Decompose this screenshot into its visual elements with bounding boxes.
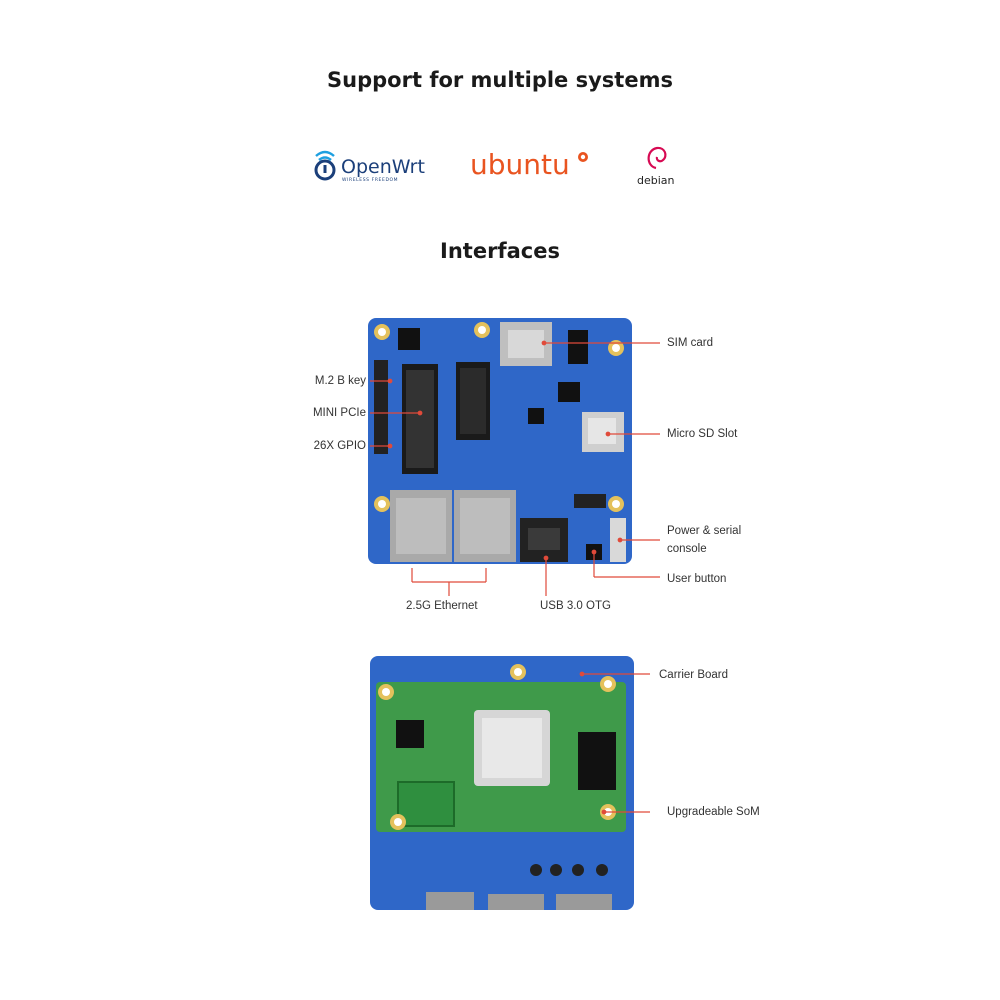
label-sim-card: SIM card [667,337,714,349]
systems-heading: Support for multiple systems [327,68,673,92]
interfaces-heading: Interfaces [440,239,560,263]
debian-logo: debian [632,138,682,190]
openwrt-name: OpenWrt [341,156,425,178]
label-console: console [667,543,707,555]
openwrt-tagline: WIRELESS FREEDOM [342,178,399,183]
ubuntu-logo: ubuntu [470,148,595,184]
label-usb-otg: USB 3.0 OTG [540,600,611,612]
openwrt-wifi-icon [314,150,336,181]
label-m2-b-key: M.2 B key [314,375,366,387]
bottom-board-image [370,656,634,910]
ubuntu-name: ubuntu [470,148,570,181]
label-carrier-board: Carrier Board [659,669,729,681]
ubuntu-circle-icon [578,152,588,162]
top-board-image [368,318,632,564]
label-mini-pcie: MINI PCIe [312,407,366,419]
label-ethernet: 2.5G Ethernet [406,600,478,612]
debian-swirl-icon [647,146,667,170]
label-26x-gpio: 26X GPIO [313,440,366,452]
label-user-button: User button [667,573,727,585]
label-power-serial: Power & serial [667,525,742,537]
openwrt-logo: OpenWrt WIRELESS FREEDOM [308,146,438,186]
label-micro-sd-slot: Micro SD Slot [667,428,738,440]
debian-name: debian [637,174,675,187]
label-upgradeable-som: Upgradeable SoM [667,806,760,818]
